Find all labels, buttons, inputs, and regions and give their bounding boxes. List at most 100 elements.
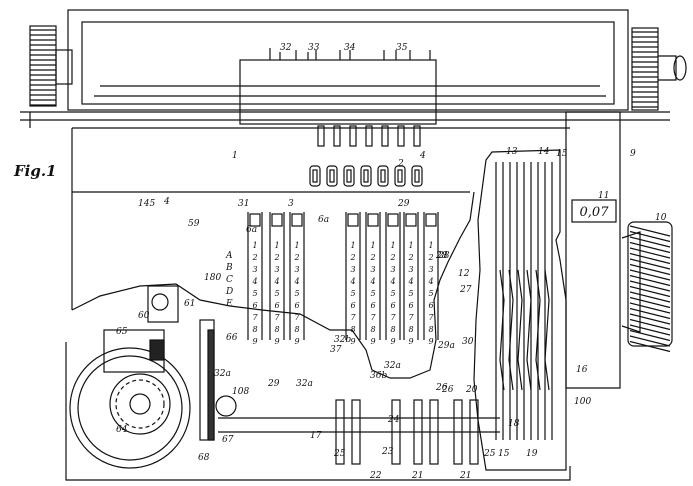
key-top [291, 213, 303, 227]
key-digit: 9 [350, 337, 355, 346]
key-digit: 3 [294, 265, 299, 274]
key-digit: 8 [390, 325, 395, 334]
reference-numeral: 19 [526, 449, 538, 459]
reference-numeral: 30 [462, 337, 474, 347]
reference-numeral: 67 [222, 435, 234, 445]
reference-numeral: E [225, 299, 233, 309]
key-digit: 6 [350, 301, 355, 310]
key-digit: 4 [293, 277, 299, 286]
key-digit: 4 [369, 277, 375, 286]
key-digit: 2 [293, 253, 299, 262]
key-digit: 9 [408, 337, 413, 346]
key-digit: 9 [370, 337, 375, 346]
key-digit: 1 [390, 241, 395, 250]
reference-numeral: 180 [204, 273, 221, 283]
reference-numeral: 28 [437, 251, 450, 261]
type-carrier [239, 48, 437, 125]
key-digit: 7 [370, 313, 376, 322]
reference-numeral: 32b [334, 335, 351, 345]
accumulator-wheel-row [309, 165, 423, 187]
reference-numeral: 10 [655, 213, 667, 223]
reference-numeral: 66 [226, 333, 238, 343]
key-digit: 5 [252, 289, 257, 298]
hand-wheel [621, 221, 673, 353]
reference-numeral: 2 [397, 159, 404, 169]
key-digit: 7 [350, 313, 356, 322]
reference-numeral: 18 [508, 419, 520, 429]
key-digit: 7 [390, 313, 396, 322]
key-digit: 7 [408, 313, 414, 322]
key-digit: 5 [390, 289, 395, 298]
key-digit: 3 [408, 265, 413, 274]
reference-numeral: 31 [238, 199, 249, 209]
key-digit: 6 [408, 301, 413, 310]
reference-numeral: 36b [370, 371, 387, 381]
reference-numeral: 13 [506, 147, 518, 157]
key-top [367, 213, 379, 227]
key-digit: 9 [294, 337, 299, 346]
reference-numeral: 9 [630, 149, 636, 159]
reference-numeral: 59 [188, 219, 200, 229]
key-digit: 5 [274, 289, 279, 298]
reference-numeral: 25 [333, 449, 346, 459]
result-window-value: 0,07 [580, 205, 610, 220]
key-digit: 8 [408, 325, 413, 334]
key-digit: 7 [428, 313, 434, 322]
key-digit: 6 [252, 301, 257, 310]
key-digit: 2 [273, 253, 279, 262]
key-digit: 7 [294, 313, 300, 322]
key-digit: 3 [274, 265, 279, 274]
reference-numeral: 6a [318, 215, 329, 225]
key-digit: 6 [428, 301, 433, 310]
reference-numeral: D [225, 287, 233, 297]
reference-numeral: 60 [138, 311, 150, 321]
key-digit: 2 [251, 253, 257, 262]
key-digit: 1 [428, 241, 433, 250]
right-platen-knob [631, 27, 687, 111]
machine-body [65, 127, 571, 481]
reference-numeral: 15 [498, 449, 510, 459]
reference-numeral: 68 [198, 453, 210, 463]
reference-numeral: 24 [387, 415, 400, 425]
key-digit: 5 [350, 289, 355, 298]
key-digit: 5 [370, 289, 375, 298]
main-drum [69, 347, 191, 469]
key-top [405, 213, 417, 227]
key-digit: 1 [408, 241, 413, 250]
key-top [425, 213, 437, 227]
key-digit: 4 [273, 277, 279, 286]
reference-numeral: 32a [214, 369, 231, 379]
key-digit: 8 [428, 325, 433, 334]
key-digit: 4 [251, 277, 257, 286]
key-digit: 3 [390, 265, 395, 274]
key-digit: 5 [408, 289, 413, 298]
reference-numeral: 4 [419, 151, 426, 161]
key-digit: 3 [428, 265, 433, 274]
key-digit: 5 [294, 289, 299, 298]
keyboard-columns [247, 212, 439, 340]
key-digit: 2 [369, 253, 375, 262]
reference-numeral: 11 [598, 191, 609, 201]
reference-numeral: 3 [288, 199, 294, 209]
reference-numeral: 26 [441, 385, 454, 395]
key-digit: 7 [252, 313, 258, 322]
key-digit: 9 [252, 337, 257, 346]
key-digit: 2 [349, 253, 355, 262]
reference-numeral: 20 [465, 385, 478, 395]
key-digit: 8 [370, 325, 375, 334]
reference-numeral: 25 [483, 449, 496, 459]
key-digit: 8 [350, 325, 355, 334]
reference-numeral: 29 [397, 199, 410, 209]
key-digit: 1 [274, 241, 279, 250]
key-digit: 2 [389, 253, 395, 262]
key-digit: 3 [252, 265, 257, 274]
reference-numeral: 35 [396, 43, 408, 53]
carriage-frame [20, 9, 670, 128]
key-digit: 1 [350, 241, 355, 250]
reference-numeral: 1 [232, 151, 238, 161]
reference-numeral: 33 [308, 43, 320, 53]
key-digit: 9 [428, 337, 433, 346]
